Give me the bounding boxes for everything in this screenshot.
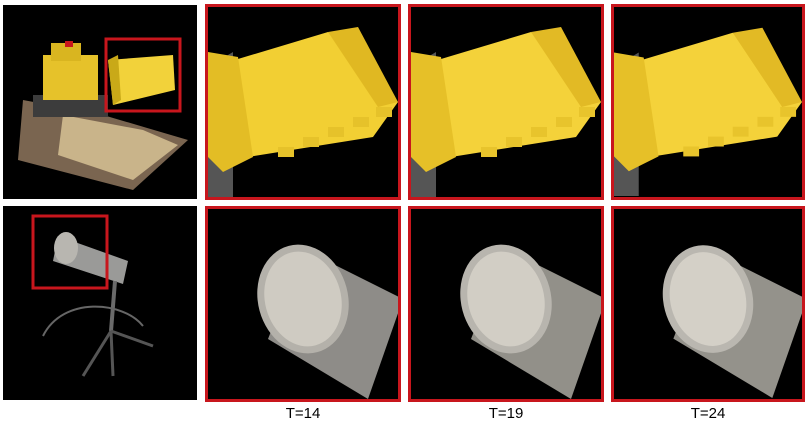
caption-t19: T=19 [488,405,524,422]
microphone-zoom-render [208,209,398,399]
bulldozer-render [3,5,197,199]
caption-t24: T=24 [690,405,726,422]
microphone-zoom-render [614,210,802,398]
bulldozer-zoom-t24 [611,4,805,200]
bulldozer-zoom-render [614,8,802,196]
microphone-render [3,206,197,400]
microphone-zoom-t14 [205,206,401,402]
bulldozer-zoom-render [411,7,601,197]
microphone-zoom-render [411,209,601,399]
bulldozer-roi-box [104,37,182,113]
microphone-roi-box [31,214,109,290]
bulldozer-zoom-t19 [408,4,604,200]
bulldozer-full-view [3,5,197,199]
microphone-full-view [3,206,197,400]
caption-t14: T=14 [285,405,321,422]
microphone-zoom-t19 [408,206,604,402]
bulldozer-zoom-t14 [205,4,401,200]
microphone-zoom-t24 [611,206,805,402]
bulldozer-zoom-render [208,7,398,197]
